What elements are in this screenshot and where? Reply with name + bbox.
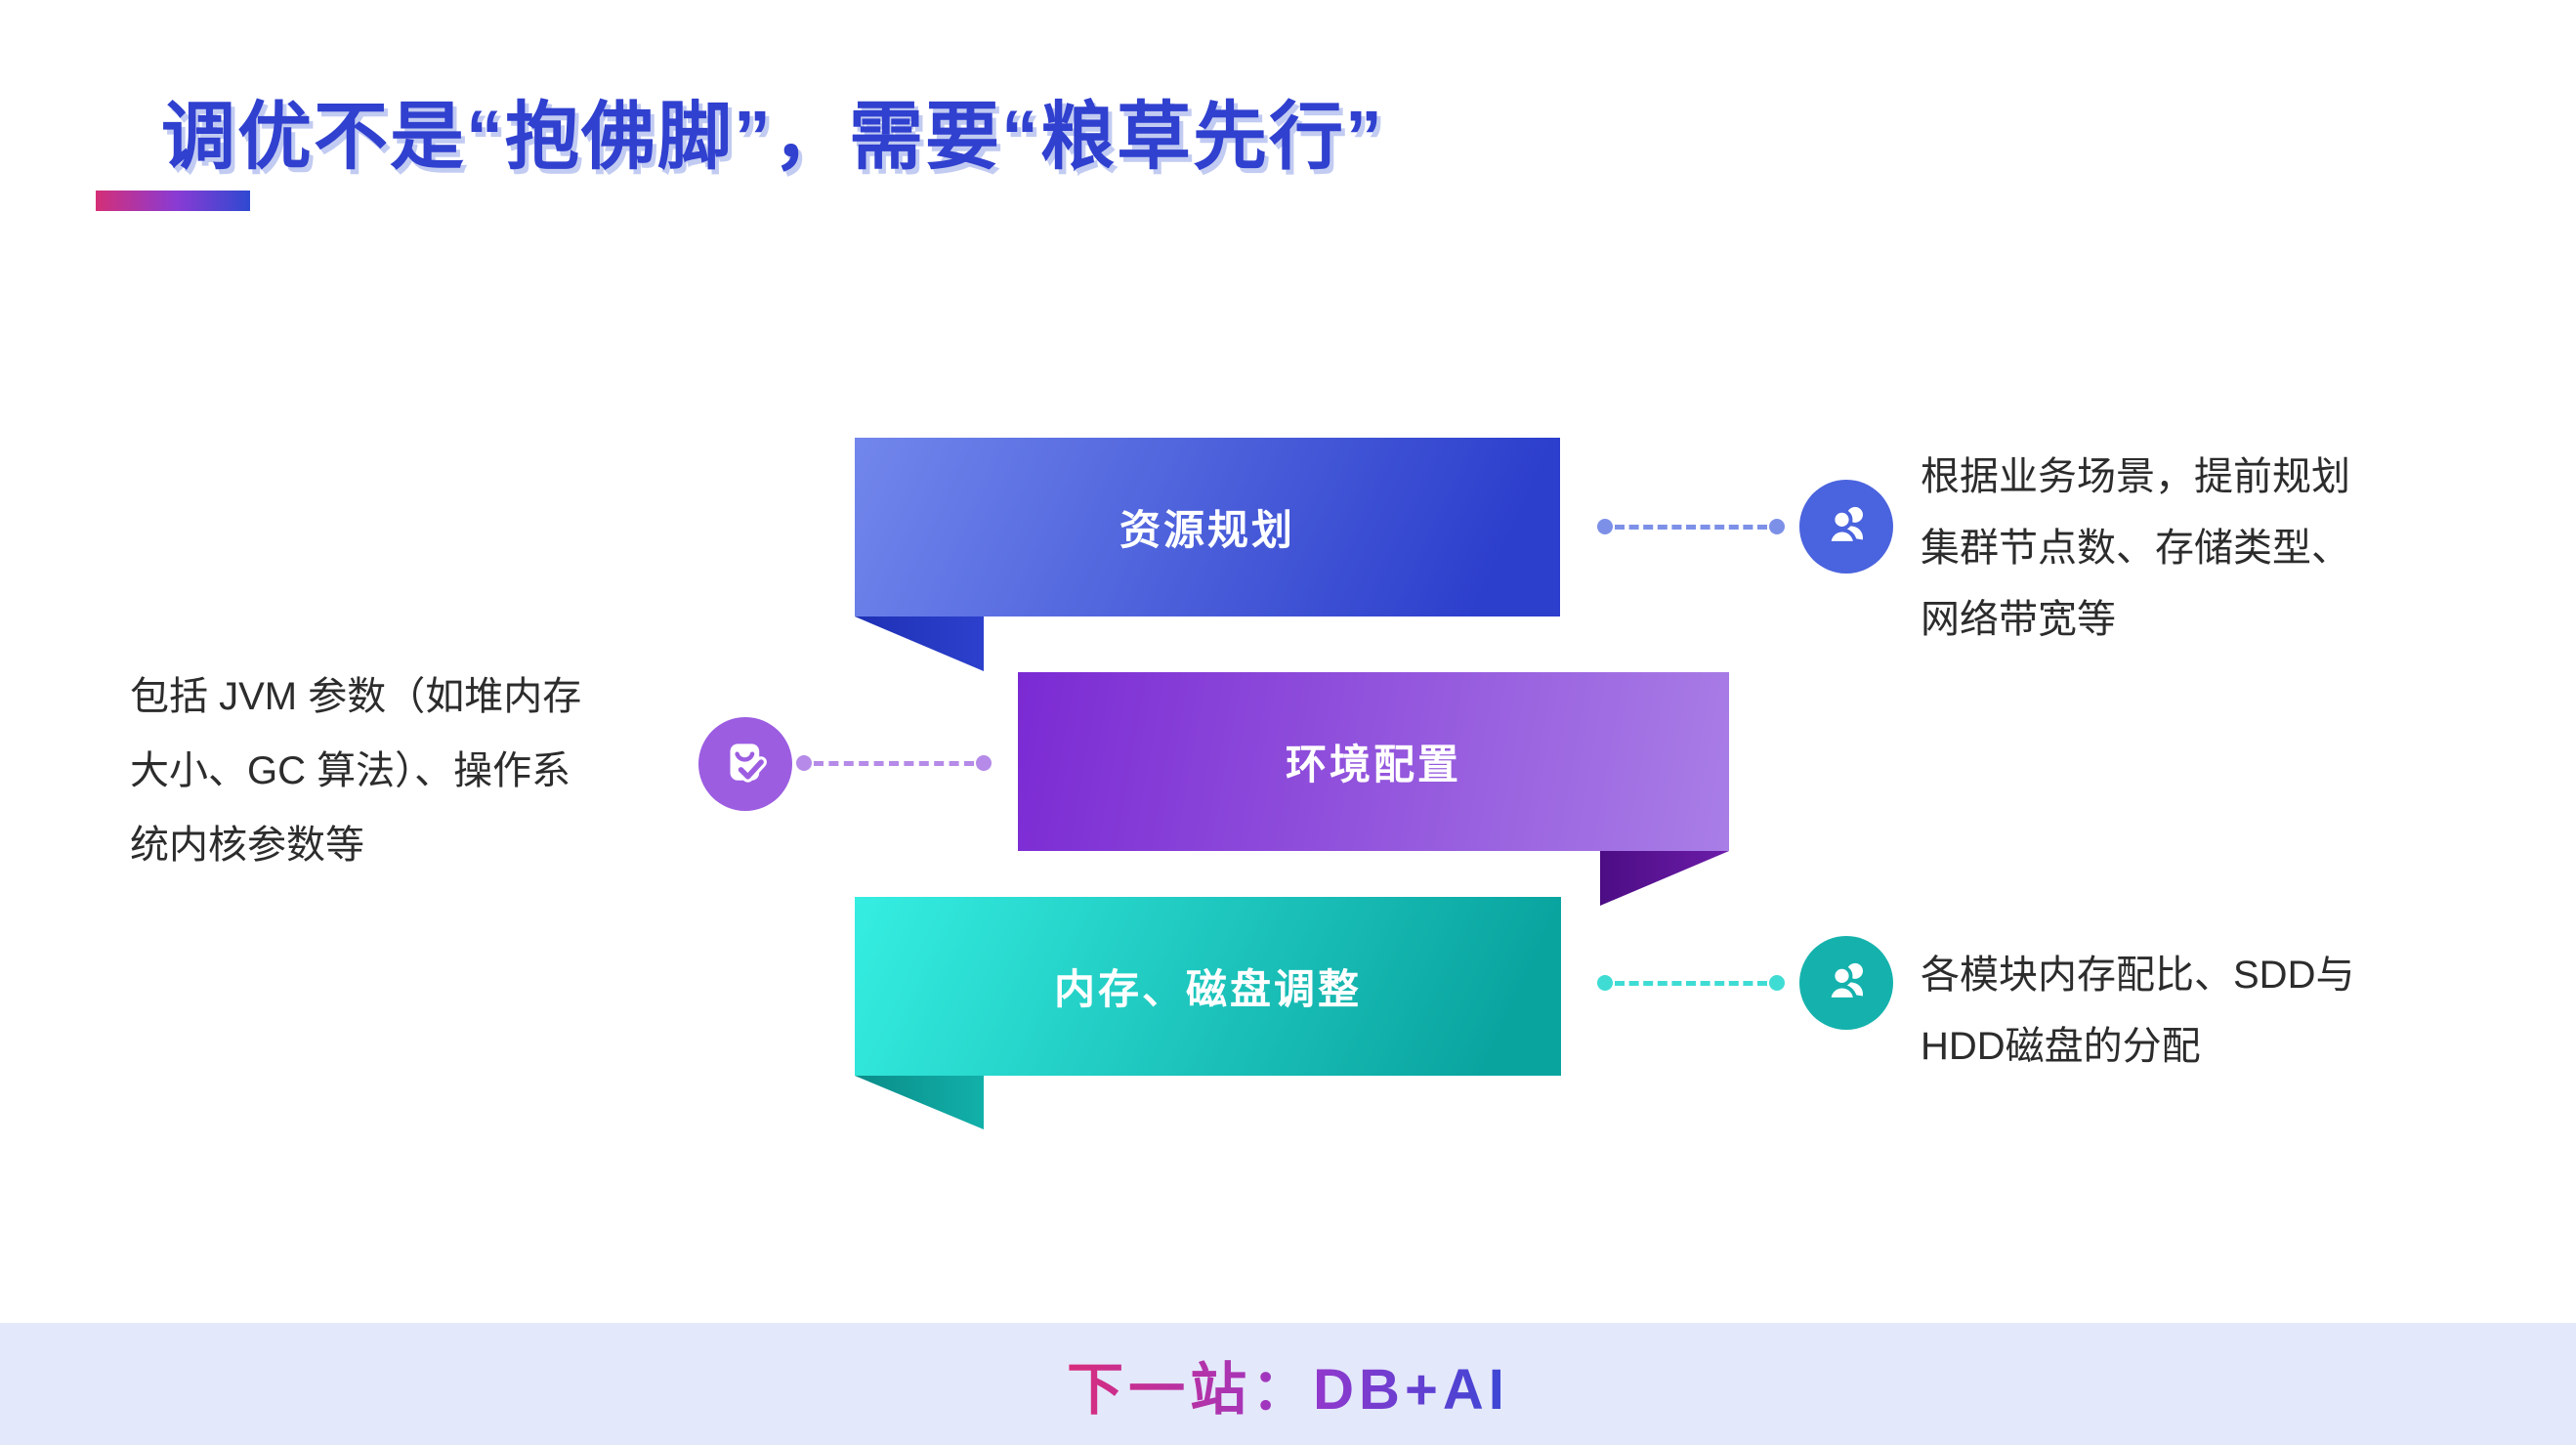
footer-bar: 下一站：DB+AI: [0, 1323, 2576, 1445]
connector-dotted-line-blue: [1597, 519, 1785, 534]
banner-resource-planning-label: 资源规划: [1119, 507, 1295, 553]
connector-dash: [1615, 524, 1767, 530]
connector-dot: [976, 755, 992, 771]
page-title: 调优不是“抱佛脚”，需要“粮草先行”: [161, 96, 1384, 179]
connector-dash: [814, 760, 974, 766]
banner-environment-config: 环境配置: [1018, 672, 1729, 851]
title-underline: [96, 191, 250, 211]
connector-dot: [1597, 975, 1613, 991]
connector-dot: [1769, 519, 1785, 534]
note-memory-disk: 各模块内存配比、SDD与 HDD磁盘的分配: [1921, 954, 2355, 1068]
clipboard-check-icon: [698, 717, 792, 811]
connector-dotted-line-teal: [1597, 975, 1785, 991]
connector-dot: [796, 755, 812, 771]
footer-slogan: 下一站：DB+AI: [1067, 1343, 1509, 1425]
banner-resource-planning: 资源规划: [855, 438, 1560, 616]
note-resource-planning: 根据业务场景，提前规划 集群节点数、存储类型、 网络带宽等: [1921, 455, 2350, 641]
banner-memory-disk-fold: [855, 1076, 984, 1129]
connector-dash: [1615, 980, 1767, 986]
note-environment-config: 包括 JVM 参数（如堆内存 大小、GC 算法）、操作系 统内核参数等: [130, 675, 582, 867]
connector-dot: [1597, 519, 1613, 534]
connector-dot: [1769, 975, 1785, 991]
users-icon: [1799, 936, 1893, 1030]
connector-dotted-line-purple: [796, 755, 992, 771]
users-icon: [1799, 480, 1893, 574]
banner-memory-disk-label: 内存、磁盘调整: [1053, 966, 1362, 1012]
banner-environment-config-label: 环境配置: [1285, 742, 1461, 787]
banner-memory-disk: 内存、磁盘调整: [855, 897, 1561, 1076]
banner-resource-planning-fold: [855, 616, 984, 671]
banner-environment-config-fold: [1600, 851, 1729, 906]
